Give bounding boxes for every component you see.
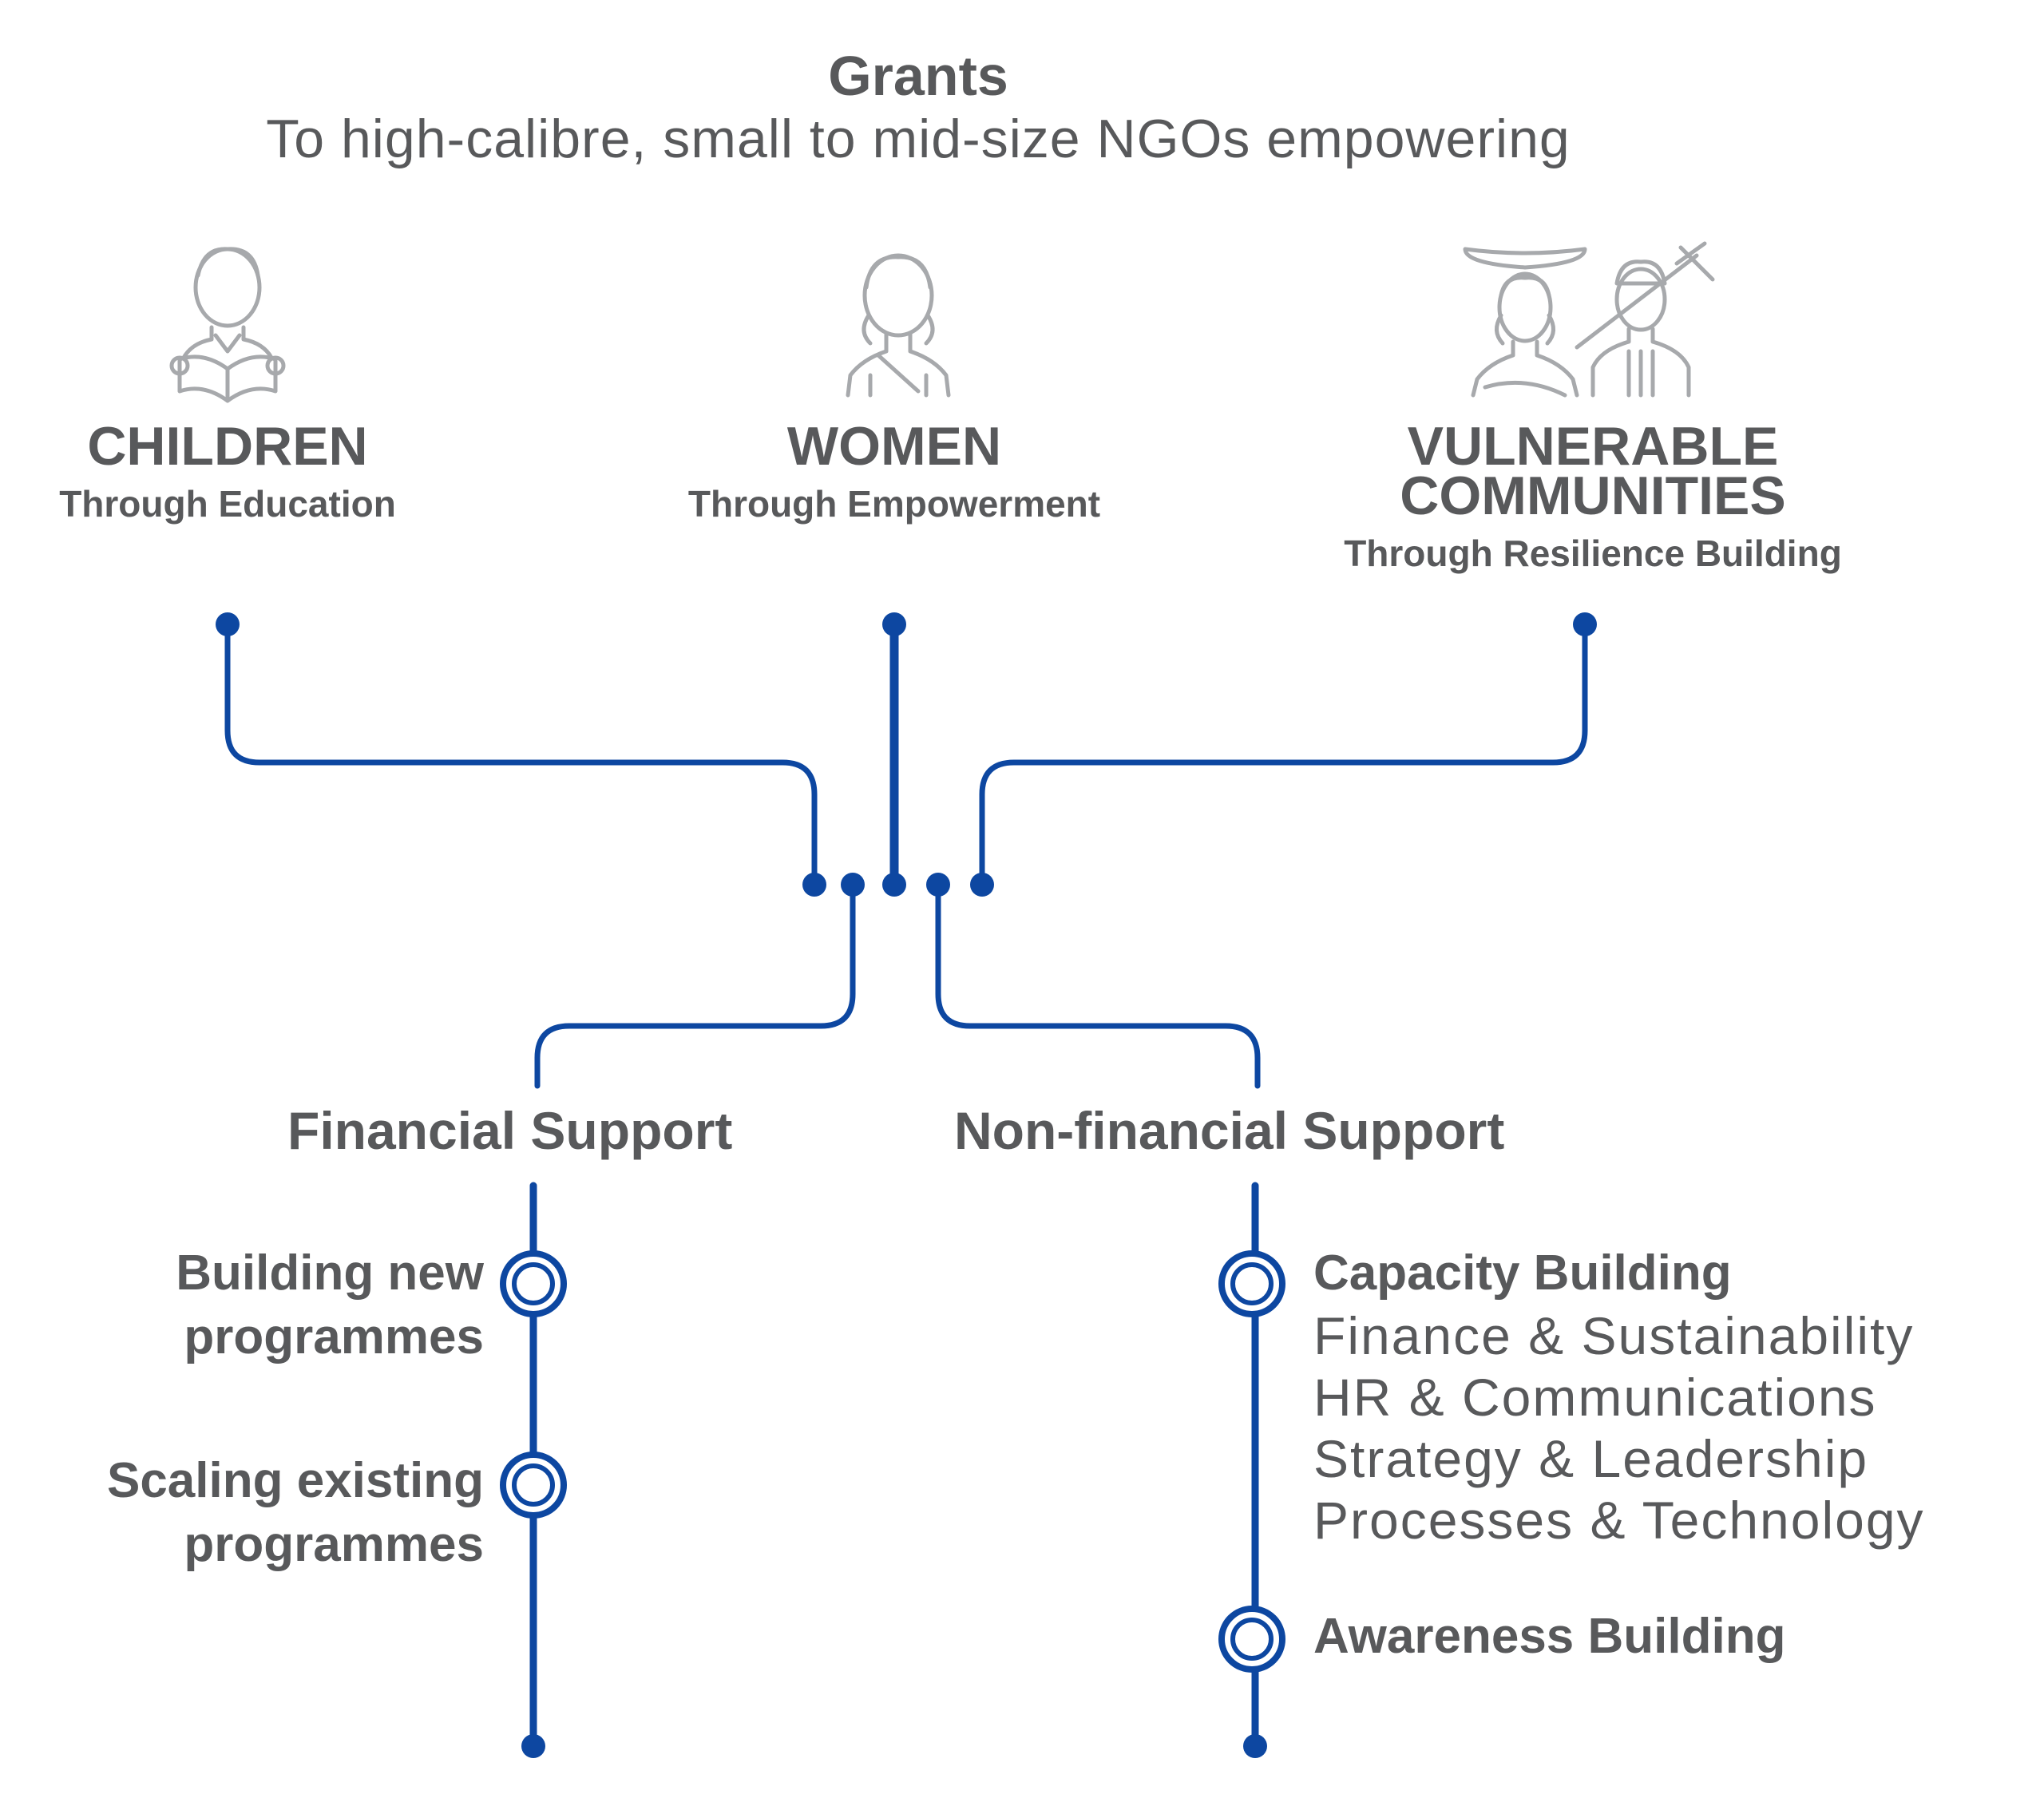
- non-financial-item-awareness-building: Awareness Building: [1313, 1609, 1786, 1664]
- child-reading-icon: [169, 247, 286, 403]
- category-name-line2: COMMUNITIES: [1400, 465, 1786, 526]
- category-sub: Through Education: [59, 483, 396, 525]
- subitem: Finance & Sustainability: [1313, 1306, 1915, 1365]
- connector-communities: [979, 621, 1588, 888]
- page-title: Grants: [828, 45, 1008, 107]
- node-communities: [1573, 612, 1597, 636]
- hub-node-5: [970, 873, 994, 897]
- category-communities: VULNERABLE COMMUNITIES Through Resilienc…: [1344, 416, 1842, 575]
- page-subtitle: To high-calibre, small to mid-size NGOs …: [266, 109, 1571, 169]
- ring-marker-awareness-building: [1218, 1606, 1285, 1673]
- hub-node-4: [926, 873, 950, 897]
- category-women: WOMEN Through Empowerment: [687, 416, 1101, 525]
- community-people-icon: [1463, 241, 1715, 398]
- connector-children: [224, 621, 818, 888]
- non-financial-end-node: [1243, 1734, 1267, 1758]
- category-sub: Through Empowerment: [687, 483, 1101, 525]
- item-line1: Scaling existing: [106, 1453, 484, 1508]
- node-women: [882, 612, 906, 636]
- item-line2: programmes: [184, 1309, 484, 1364]
- ring-marker-scaling-existing: [500, 1452, 567, 1519]
- woman-icon: [846, 253, 951, 398]
- subitem: Strategy & Leadership: [1313, 1429, 1869, 1488]
- category-sub: Through Resilience Building: [1344, 533, 1842, 574]
- category-name: WOMEN: [786, 416, 1002, 477]
- financial-end-node: [521, 1734, 545, 1758]
- item-line1: Building new: [176, 1246, 484, 1301]
- ring-marker-capacity-building: [1218, 1250, 1285, 1317]
- category-name: CHILDREN: [87, 416, 368, 477]
- item-title: Capacity Building: [1313, 1246, 1732, 1301]
- financial-item-building-new: Building new programmes: [176, 1242, 484, 1369]
- category-name-line1: VULNERABLE: [1407, 416, 1779, 477]
- ring-marker-building-new: [500, 1250, 567, 1317]
- connector-financial: [534, 881, 856, 1089]
- connector-non-financial: [935, 881, 1261, 1089]
- category-children: CHILDREN Through Education: [59, 416, 396, 525]
- subitem: Processes & Technology: [1313, 1491, 1925, 1550]
- financial-support-label: Financial Support: [287, 1101, 733, 1160]
- subitem: HR & Communications: [1313, 1368, 1877, 1427]
- hub-node-3: [882, 873, 906, 897]
- node-children: [216, 612, 240, 636]
- item-line2: programmes: [184, 1517, 484, 1572]
- non-financial-item-capacity-building: Capacity Building Finance & Sustainabili…: [1313, 1242, 1925, 1551]
- hub-node-2: [841, 873, 865, 897]
- hub-node-1: [802, 873, 826, 897]
- financial-item-scaling-existing: Scaling existing programmes: [107, 1449, 484, 1577]
- non-financial-support-label: Non-financial Support: [954, 1101, 1505, 1160]
